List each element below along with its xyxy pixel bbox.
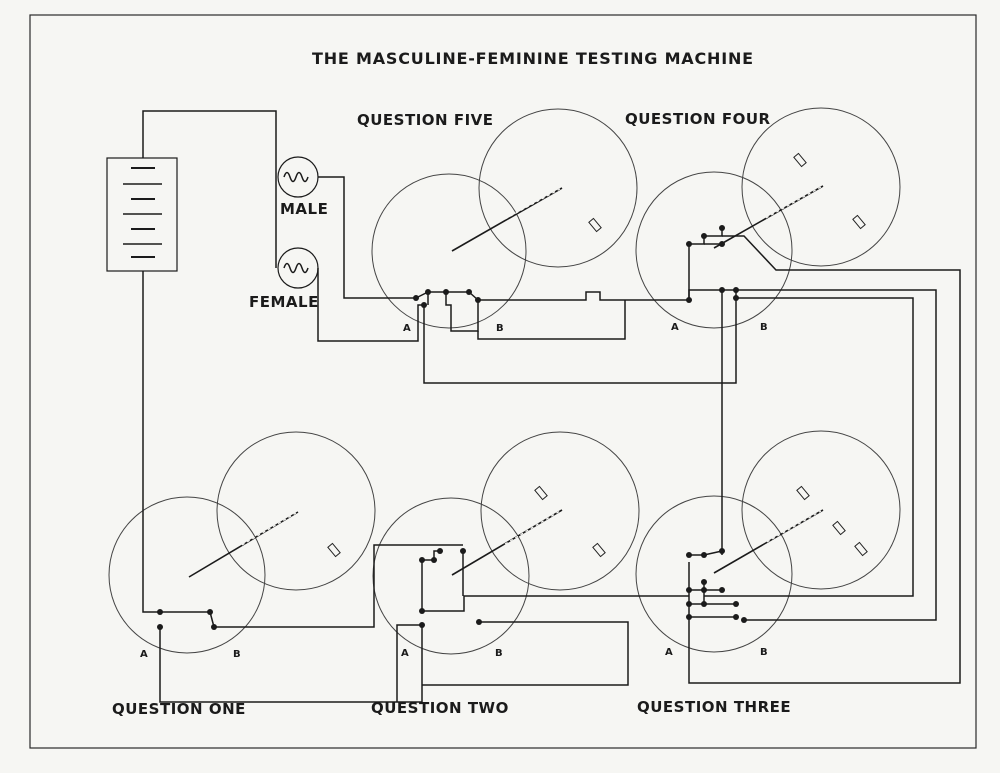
q1-dial-front	[108, 496, 266, 654]
q1-terminal-a: A	[140, 649, 149, 660]
q4-dial-front	[635, 171, 793, 329]
question-two-label: QUESTION TWO	[371, 699, 509, 717]
q4-terminal-a: A	[671, 322, 680, 333]
question-one-label: QUESTION ONE	[112, 700, 246, 718]
q5-dial-front	[371, 173, 527, 329]
q4-dial-back	[741, 107, 901, 267]
q3-dial-back	[741, 430, 901, 590]
male-lamp-label: MALE	[280, 200, 329, 218]
junction-dots	[157, 225, 747, 630]
q5-needle	[451, 187, 563, 252]
q2-terminal-a: A	[401, 648, 410, 659]
q2-contact-1	[534, 485, 548, 501]
q5-contact	[588, 217, 602, 233]
question-three-label: QUESTION THREE	[637, 698, 792, 716]
q3-contact-2	[832, 520, 846, 536]
q3-dial-front	[635, 495, 793, 653]
q3-contact-3	[854, 541, 868, 557]
q5-terminal-b: B	[496, 323, 505, 334]
q1-terminal-b: B	[233, 649, 242, 660]
q4-terminal-b: B	[760, 322, 769, 333]
q2-contact-2	[592, 542, 606, 558]
female-lamp-label: FEMALE	[249, 293, 319, 311]
q2-dial-back	[480, 431, 640, 591]
q3-contact-1	[796, 485, 810, 501]
battery	[106, 157, 178, 272]
q1-contact	[327, 542, 341, 558]
male-lamp	[277, 156, 319, 198]
q4-contact-1	[793, 152, 807, 168]
female-lamp	[277, 247, 319, 289]
q5-terminal-a: A	[403, 323, 412, 334]
q4-contact-2	[852, 214, 866, 230]
wiring	[142, 110, 961, 703]
question-five-label: QUESTION FIVE	[357, 111, 494, 129]
question-four-label: QUESTION FOUR	[625, 110, 771, 128]
q1-dial-back	[216, 431, 376, 591]
q2-dial-front	[372, 497, 530, 655]
q3-terminal-a: A	[665, 647, 674, 658]
q2-terminal-b: B	[495, 648, 504, 659]
q3-terminal-b: B	[760, 647, 769, 658]
border-frame	[29, 14, 977, 749]
diagram-title: THE MASCULINE-FEMININE TESTING MACHINE	[312, 49, 754, 68]
q5-dial-back	[478, 108, 638, 268]
battery-case	[106, 157, 178, 272]
